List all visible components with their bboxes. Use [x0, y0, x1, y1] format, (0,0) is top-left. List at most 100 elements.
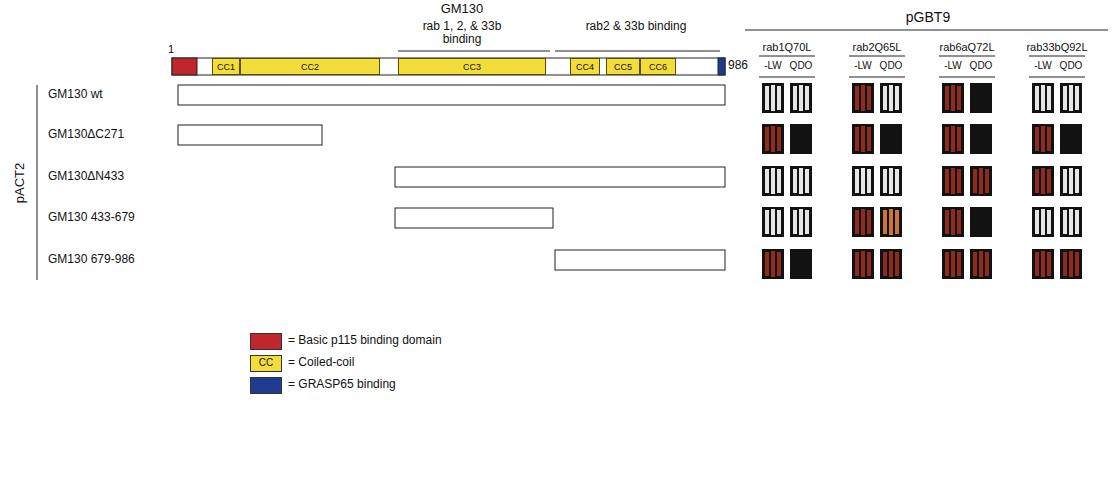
colony-streak	[951, 209, 955, 235]
colony-streak	[883, 252, 887, 276]
colony-streak	[1069, 251, 1073, 277]
plate-square	[880, 249, 902, 279]
colony-streak	[895, 169, 899, 193]
colony-streak	[1047, 169, 1051, 193]
colony-streak	[765, 86, 769, 110]
domain-label: CC5	[614, 62, 632, 72]
colony-streak	[771, 251, 775, 277]
colony-streak	[1041, 126, 1045, 152]
medium-label: QDO	[790, 60, 813, 71]
colony-streak	[1041, 251, 1045, 277]
colony-streak	[883, 86, 887, 110]
plate-square	[970, 124, 992, 154]
construct-name: GM130 433-679	[48, 211, 135, 224]
plate-square	[1032, 166, 1054, 196]
colony-streak	[1063, 169, 1067, 193]
domain-label: CC3	[463, 62, 481, 72]
colony-streak	[1069, 85, 1073, 111]
plate-square	[852, 207, 874, 237]
plate-square	[880, 83, 902, 113]
construct-name: GM130ΔN433	[48, 170, 124, 183]
colony-streak	[867, 169, 871, 193]
medium-label: QDO	[880, 60, 903, 71]
colony-streak	[861, 126, 865, 152]
plate-square	[762, 207, 784, 237]
coiled-coil-box: CC5	[606, 58, 640, 75]
colony-streak	[765, 169, 769, 193]
plate-square	[852, 249, 874, 279]
construct-name: GM130 wt	[48, 88, 103, 101]
plate-square	[1060, 83, 1082, 113]
position-number: 986	[728, 59, 748, 72]
plate-square	[790, 249, 812, 279]
construct-name: GM130 679-986	[48, 253, 135, 266]
colony-streak	[771, 126, 775, 152]
yeast-plates	[759, 56, 1085, 279]
construct-name: GM130ΔC271	[48, 128, 124, 141]
plate-square	[790, 83, 812, 113]
plate-square	[1060, 207, 1082, 237]
colony-streak	[895, 210, 899, 234]
medium-label: QDO	[970, 60, 993, 71]
header-line	[849, 77, 905, 78]
colony-streak	[945, 127, 949, 151]
coiled-coil-box: CC4	[570, 58, 600, 75]
colony-streak	[793, 169, 797, 193]
header-line	[1029, 77, 1085, 78]
header-line	[745, 30, 1108, 31]
plate-square	[790, 207, 812, 237]
colony-streak	[973, 252, 977, 276]
colony-streak	[1041, 209, 1045, 235]
colony-streak	[867, 127, 871, 151]
construct-bar	[555, 250, 725, 270]
colony-streak	[867, 210, 871, 234]
colony-streak	[1075, 86, 1079, 110]
plate-square	[1060, 124, 1082, 154]
plate-square	[852, 83, 874, 113]
colony-streak	[1063, 210, 1067, 234]
domain-label: CC2	[301, 62, 319, 72]
colony-streak	[1047, 252, 1051, 276]
medium-label: -LW	[854, 60, 872, 71]
colony-streak	[861, 168, 865, 194]
bracket-line	[37, 85, 38, 280]
colony-streak	[805, 210, 809, 234]
bait-name: rab2Q65L	[853, 41, 902, 53]
construct-bar	[178, 85, 725, 105]
colony-streak	[945, 86, 949, 110]
colony-streak	[777, 252, 781, 276]
colony-streak	[957, 127, 961, 151]
colony-streak	[765, 210, 769, 234]
legend-text: = Basic p115 binding domain	[288, 334, 442, 347]
header-line	[759, 77, 815, 78]
colony-streak	[771, 168, 775, 194]
colony-streak	[805, 86, 809, 110]
medium-label: -LW	[944, 60, 962, 71]
construct-bar	[395, 167, 725, 187]
colony-streak	[793, 86, 797, 110]
plate-square	[1032, 83, 1054, 113]
medium-label: QDO	[1060, 60, 1083, 71]
medium-label: -LW	[764, 60, 782, 71]
colony-streak	[945, 252, 949, 276]
colony-streak	[805, 169, 809, 193]
colony-streak	[889, 251, 893, 277]
binding-region: rab2 & 33b binding	[581, 20, 691, 33]
colony-streak	[1035, 86, 1039, 110]
coiled-coil-box: CC1	[212, 58, 240, 75]
colony-streak	[973, 169, 977, 193]
plate-square	[790, 166, 812, 196]
figure-title: GM130	[441, 2, 484, 16]
p115-domain	[172, 58, 197, 75]
plate-square	[852, 124, 874, 154]
colony-streak	[1047, 127, 1051, 151]
header-line	[939, 77, 995, 78]
colony-streak	[777, 169, 781, 193]
colony-streak	[777, 86, 781, 110]
legend-swatch	[250, 377, 282, 394]
coiled-coil-box: CC3	[398, 58, 546, 75]
colony-streak	[1035, 127, 1039, 151]
plate-square	[880, 166, 902, 196]
colony-streak	[1075, 252, 1079, 276]
colony-streak	[861, 209, 865, 235]
